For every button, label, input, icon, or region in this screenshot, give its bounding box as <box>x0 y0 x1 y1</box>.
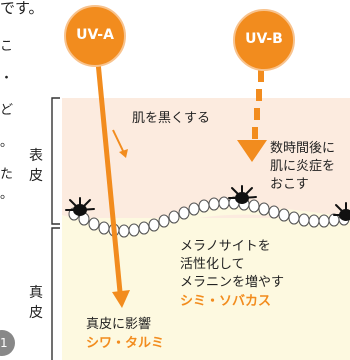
left-edge-char: ど <box>0 103 14 118</box>
basal-cell <box>298 213 310 227</box>
basal-cell <box>158 214 170 228</box>
basal-cell <box>168 210 180 224</box>
uvb-arrow-head <box>237 140 267 162</box>
melanocyte-result: シミ・ソバカス <box>180 294 272 309</box>
uvb-label: UV-B <box>245 31 283 47</box>
basal-cell <box>208 197 220 211</box>
uva-arrow-shaft <box>95 61 123 293</box>
basal-cell <box>278 208 290 222</box>
uva-bubble <box>64 5 126 67</box>
epidermis-label: 表皮 <box>29 148 43 184</box>
basal-cell <box>188 202 200 216</box>
basal-cell <box>88 217 100 231</box>
basal-cell <box>268 205 280 219</box>
dermis-result: シワ・タルミ <box>86 336 165 351</box>
basal-cell <box>118 224 130 238</box>
uva-small-arrow <box>112 129 125 154</box>
page-number: 1 <box>0 336 8 350</box>
melanocyte <box>333 202 350 221</box>
left-edge-char: こ <box>0 39 14 54</box>
dermis-bracket <box>51 227 60 360</box>
uvb-annotation-line2: 肌に炎症を <box>270 159 336 174</box>
left-edge-char: た <box>0 167 14 182</box>
uva-small-arrow-head <box>119 149 128 158</box>
basal-cell <box>288 211 300 225</box>
melanocyte <box>65 197 95 216</box>
basal-cell <box>308 214 320 228</box>
epidermis-bracket <box>51 97 60 225</box>
melanocyte-annotation-line1: メラノサイトを <box>180 239 271 254</box>
dermis-label: 真皮 <box>29 285 43 321</box>
page-number-badge <box>0 330 15 356</box>
basal-cell <box>98 221 110 235</box>
dermis-layer <box>62 218 350 360</box>
basal-cell <box>218 196 230 210</box>
uva-arrow-head <box>112 290 130 308</box>
melanocyte <box>228 185 257 204</box>
uva-epidermis-annotation: 肌を黒くする <box>132 111 211 126</box>
melanocyte-annotation-line3: メラニンを増やす <box>180 275 285 290</box>
basal-cell <box>178 206 190 220</box>
dermis-annotation: 真皮に影響 <box>86 317 152 332</box>
basal-cell <box>318 214 330 228</box>
basal-cell <box>138 221 150 235</box>
uvb-bubble <box>233 9 295 71</box>
basal-cell <box>198 199 210 213</box>
uva-label: UV-A <box>76 27 114 43</box>
basal-cell <box>148 218 160 232</box>
left-edge-char: 。 <box>0 187 14 202</box>
basal-cell <box>248 199 260 213</box>
melanocyte-annotation-line2: 活性化して <box>180 257 245 272</box>
uvb-annotation-line3: おこす <box>270 177 309 192</box>
basal-cell <box>128 223 140 237</box>
left-edge-char: 。 <box>0 135 14 150</box>
top-text-fragment: です。 <box>0 0 44 17</box>
left-edge-char: ・ <box>0 71 14 86</box>
basal-cell <box>258 202 270 216</box>
uvb-arrow-dashes <box>252 70 264 139</box>
melanocyte-cells <box>65 185 350 221</box>
uvb-annotation-line1: 数時間後に <box>270 141 336 156</box>
